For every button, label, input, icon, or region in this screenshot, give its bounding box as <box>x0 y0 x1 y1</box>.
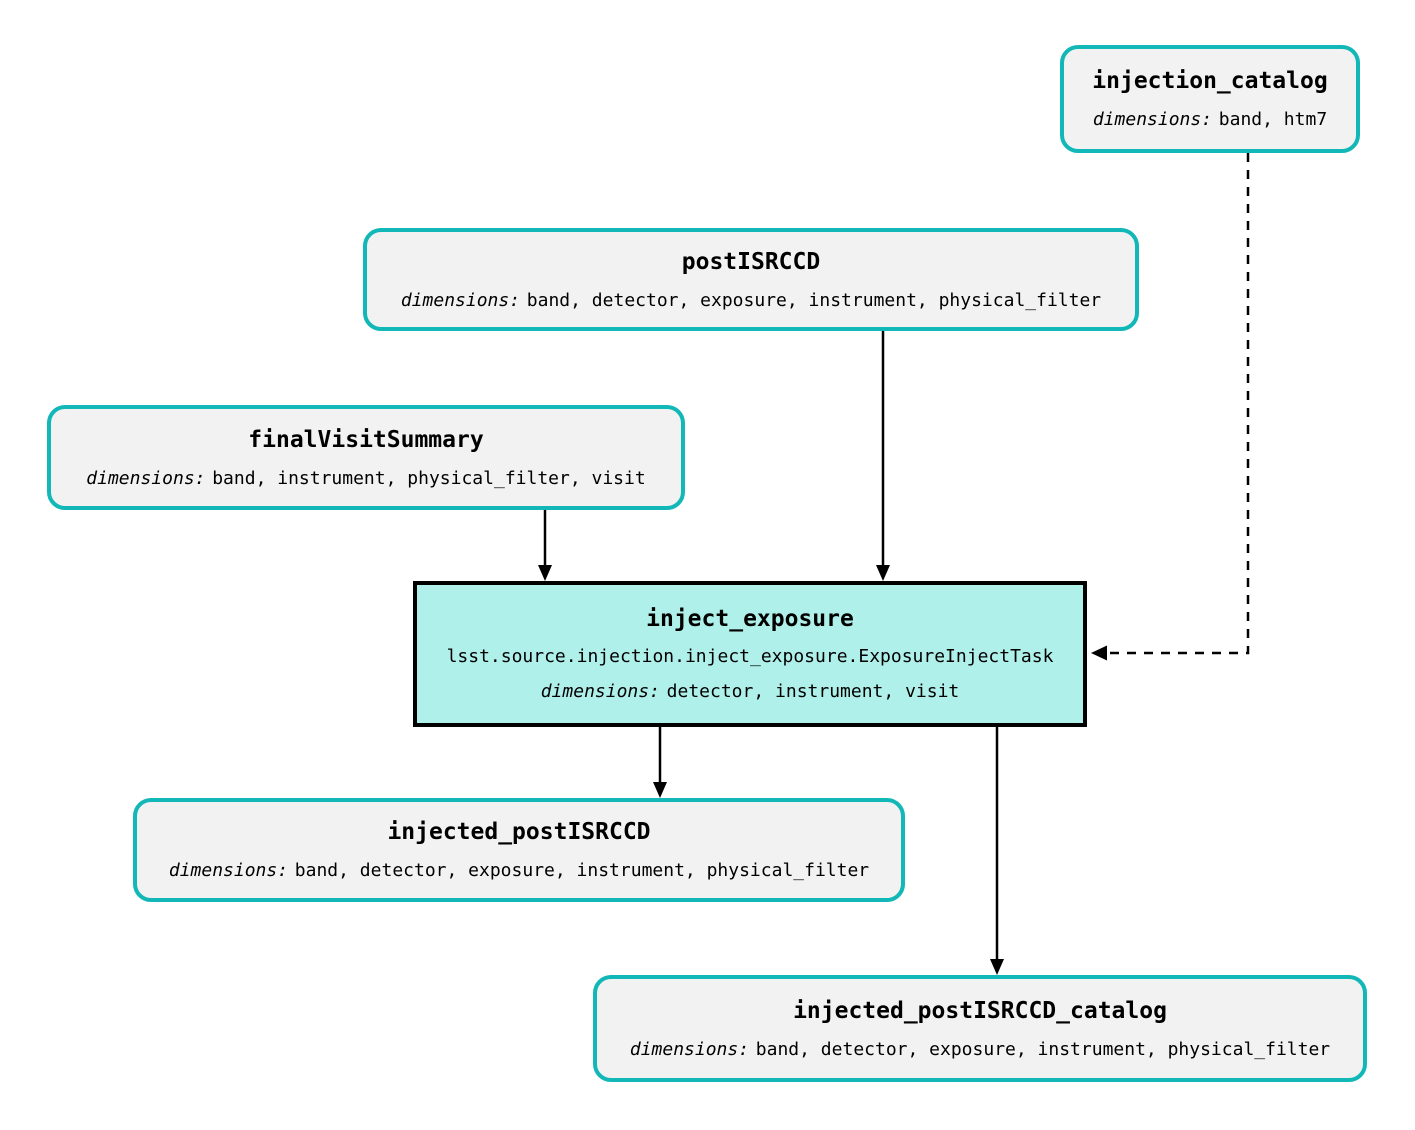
dimensions-label: dimensions: <box>629 1038 750 1060</box>
node-title: injection_catalog <box>1092 68 1328 94</box>
dimensions-values: detector, instrument, visit <box>666 681 960 702</box>
edge-finalvisitsummary-to-inject-exposure <box>538 510 552 581</box>
dimensions-label: dimensions: <box>1092 109 1213 130</box>
node-dimensions: dimensions: band, instrument, physical_fi… <box>86 468 645 489</box>
node-title: injected_postISRCCD <box>387 819 651 845</box>
arrowhead-down-icon <box>538 565 552 581</box>
arrowhead-down-icon <box>990 959 1004 975</box>
dimensions-values: band, htm7 <box>1218 109 1328 130</box>
node-dimensions: dimensions:band, detector, exposure, ins… <box>630 1039 1330 1060</box>
arrowhead-down-icon <box>876 565 890 581</box>
node-title: injected_postISRCCD_catalog <box>793 997 1167 1024</box>
edge-inject-exposure-to-injected-postisrccd-catalog <box>990 727 1004 975</box>
dimensions-label: dimensions: <box>540 681 660 702</box>
task-node-inject-exposure: inject_exposure lsst.source.injection.in… <box>413 581 1087 727</box>
arrowhead-down-icon <box>653 782 667 798</box>
dimensions-values: band, detector, exposure, instrument, ph… <box>294 860 870 881</box>
dimensions-values: band, detector, exposure, instrument, ph… <box>755 1038 1331 1060</box>
dataset-node-finalvisitsummary: finalVisitSummary dimensions: band, instr… <box>47 405 685 510</box>
dataset-node-injected-postisrccd-catalog: injected_postISRCCD_catalog dimensions:b… <box>593 975 1367 1082</box>
task-class-path: lsst.source.injection.inject_exposure.Ex… <box>446 646 1054 667</box>
dimensions-label: dimensions: <box>86 467 206 489</box>
arrowhead-left-icon <box>1091 645 1107 661</box>
edge-inject-exposure-to-injected-postisrccd <box>653 727 667 798</box>
edge-postisrccd-to-inject-exposure <box>876 331 890 581</box>
node-dimensions: dimensions: detector, instrument, visit <box>541 681 960 702</box>
dimensions-values: band, instrument, physical_filter, visit <box>212 467 646 489</box>
node-dimensions: dimensions:band, htm7 <box>1093 109 1327 130</box>
dimensions-label: dimensions: <box>168 860 289 881</box>
node-title: inject_exposure <box>646 606 854 632</box>
dataset-node-injection-catalog: injection_catalog dimensions:band, htm7 <box>1060 45 1360 153</box>
node-title: postISRCCD <box>681 248 821 275</box>
node-dimensions: dimensions:band, detector, exposure, ins… <box>169 860 869 881</box>
dataset-node-postisrccd: postISRCCD dimensions:band, detector, ex… <box>363 228 1139 331</box>
dimensions-values: band, detector, exposure, instrument, ph… <box>526 289 1102 311</box>
node-dimensions: dimensions:band, detector, exposure, ins… <box>401 290 1101 311</box>
node-title: finalVisitSummary <box>248 426 484 453</box>
dimensions-label: dimensions: <box>400 289 521 311</box>
dataset-node-injected-postisrccd: injected_postISRCCD dimensions:band, det… <box>133 798 905 902</box>
